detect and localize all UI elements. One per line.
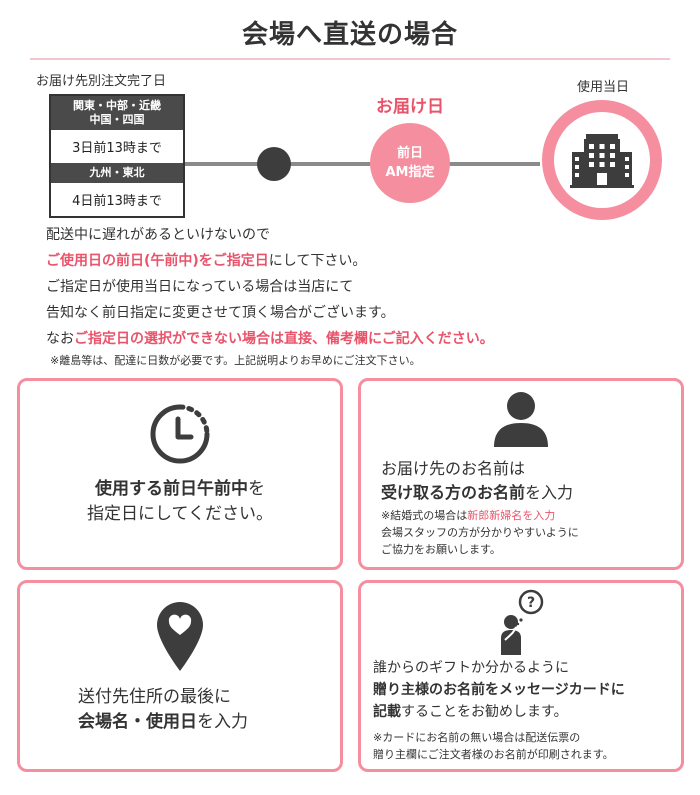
note-line-5: なおご指定日の選択ができない場合は直接、備考欄にご記入ください。 — [46, 331, 494, 347]
region-header-2: 九州・東北 — [51, 163, 183, 183]
order-complete-label: お届け先別注文完了日 — [36, 74, 167, 89]
region-header-1: 関東・中部・近畿 中国・四国 — [51, 96, 183, 130]
card2-note3: ご協力をお願いします。 — [381, 543, 501, 556]
page-title: 会場へ直送の場合 — [241, 20, 458, 50]
card-use-day: 使用する前日午前中を 指定日にしてください。 — [17, 378, 343, 570]
card4-line1: 誰からのギフトか分かるように — [373, 660, 569, 676]
delivery-notes: 配送中に遅れがあるといけないので ご使用日の前日(午前中)をご指定日にして下さい… — [46, 222, 666, 370]
note-line-1: 配送中に遅れがあるといけないので — [46, 227, 270, 243]
card2-note2: 会場スタッフの方が分かりやすいように — [381, 526, 579, 539]
card4-note2: 贈り主欄にご注文者様のお名前が印刷されます。 — [373, 748, 614, 761]
person-icon — [494, 392, 548, 447]
card2-line2: 受け取る方のお名前を入力 — [381, 483, 574, 502]
card1-line1: 使用する前日午前中を — [95, 479, 265, 499]
timeline-line — [180, 162, 540, 166]
card2-note1: ※結婚式の場合は新郎新婦名を入力 — [381, 509, 556, 522]
card-address: 送付先住所の最後に 会場名・使用日を入力 — [17, 580, 343, 772]
delivery-day-circle: 前日 AM指定 — [370, 123, 450, 203]
card1-line2: 指定日にしてください。 — [87, 504, 273, 524]
card3-line1: 送付先住所の最後に — [78, 687, 231, 707]
card2-line1: お届け先のお名前は — [381, 459, 526, 478]
deadline-table: 関東・中部・近畿 中国・四国 3日前13時まで 九州・東北 4日前13時まで — [49, 94, 185, 218]
use-day-circle — [542, 100, 662, 220]
region-deadline-1: 3日前13時まで — [72, 141, 162, 156]
svg-text:?: ? — [527, 595, 535, 611]
card-message-card: ? 誰からのギフトか分かるように 贈り主様のお名前をメッセージカードに 記載する… — [358, 580, 684, 772]
card4-line2: 贈り主様のお名前をメッセージカードに — [373, 682, 625, 698]
use-day-label: 使用当日 — [576, 80, 629, 95]
card3-line2: 会場名・使用日を入力 — [78, 712, 248, 732]
thinking-person-icon: ? — [501, 589, 544, 655]
note-line-6: ※離島等は、配達に日数が必要です。上記説明よりお早めにご注文下さい。 — [50, 354, 421, 367]
region-deadline-2: 4日前13時まで — [72, 194, 162, 209]
card4-note1: ※カードにお名前の無い場合は配送伝票の — [373, 731, 581, 744]
location-heart-icon — [157, 602, 203, 671]
building-icon — [570, 134, 634, 188]
note-line-4: 告知なく前日指定に変更させて頂く場合がございます。 — [46, 305, 395, 321]
note-line-3: ご指定日が使用当日になっている場合は当店にて — [46, 279, 354, 295]
timeline-dot — [257, 147, 291, 181]
title-underline — [30, 58, 670, 60]
card-recipient-name: お届け先のお名前は 受け取る方のお名前を入力 ※結婚式の場合は新郎新婦名を入力 … — [358, 378, 684, 570]
delivery-day-label: お届け日 — [376, 97, 444, 117]
clock-icon — [150, 404, 210, 464]
note-line-2: ご使用日の前日(午前中)をご指定日にして下さい。 — [46, 253, 367, 269]
card4-line3: 記載することをお勧めします。 — [373, 704, 568, 720]
